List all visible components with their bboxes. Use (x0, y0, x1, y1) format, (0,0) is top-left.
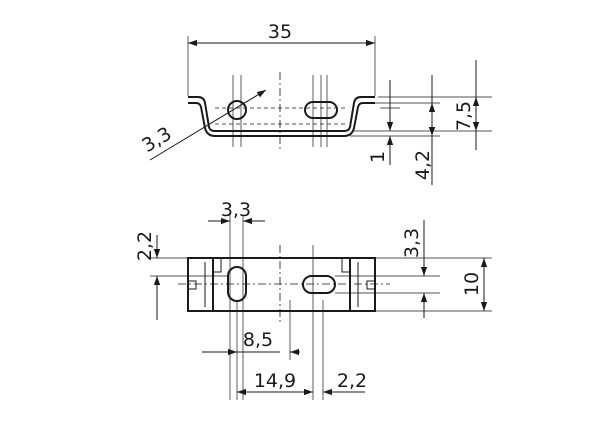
plan-view: 3,3 2,2 3,3 10 8,5 14,9 2,2 (134, 199, 492, 400)
tab-nub-right (366, 280, 376, 290)
tab-notch-left (212, 257, 222, 273)
dim-35-label: 35 (268, 21, 292, 43)
bracket-profile-outer (188, 96, 375, 132)
dim-4-2-label: 4,2 (412, 150, 434, 180)
round-hole (227, 100, 247, 120)
dim-line-hole-diag (149, 89, 267, 161)
bracket-profile-inner (188, 102, 375, 137)
side-view: 35 3,3 7,5 4,2 1 (138, 21, 492, 185)
dim-8-5-label: 8,5 (243, 329, 273, 351)
dim-2-2-left-label: 2,2 (134, 231, 156, 261)
dim-10-label: 10 (461, 272, 483, 296)
dim-hole-3-3-label: 3,3 (138, 123, 175, 157)
dim-slot-3-3-label: 3,3 (221, 199, 251, 221)
dim-1-label: 1 (367, 151, 389, 163)
tab-nub-left (187, 280, 197, 290)
dim-3-3-right-label: 3,3 (401, 228, 423, 258)
dim-14-9-label: 14,9 (254, 370, 296, 392)
slot-horizontal (302, 275, 336, 294)
tab-notch-right (341, 257, 351, 273)
bracket-plan-outline (187, 257, 376, 312)
dim-7-5-label: 7,5 (453, 101, 475, 131)
dim-2-2-bottom-label: 2,2 (337, 370, 367, 392)
